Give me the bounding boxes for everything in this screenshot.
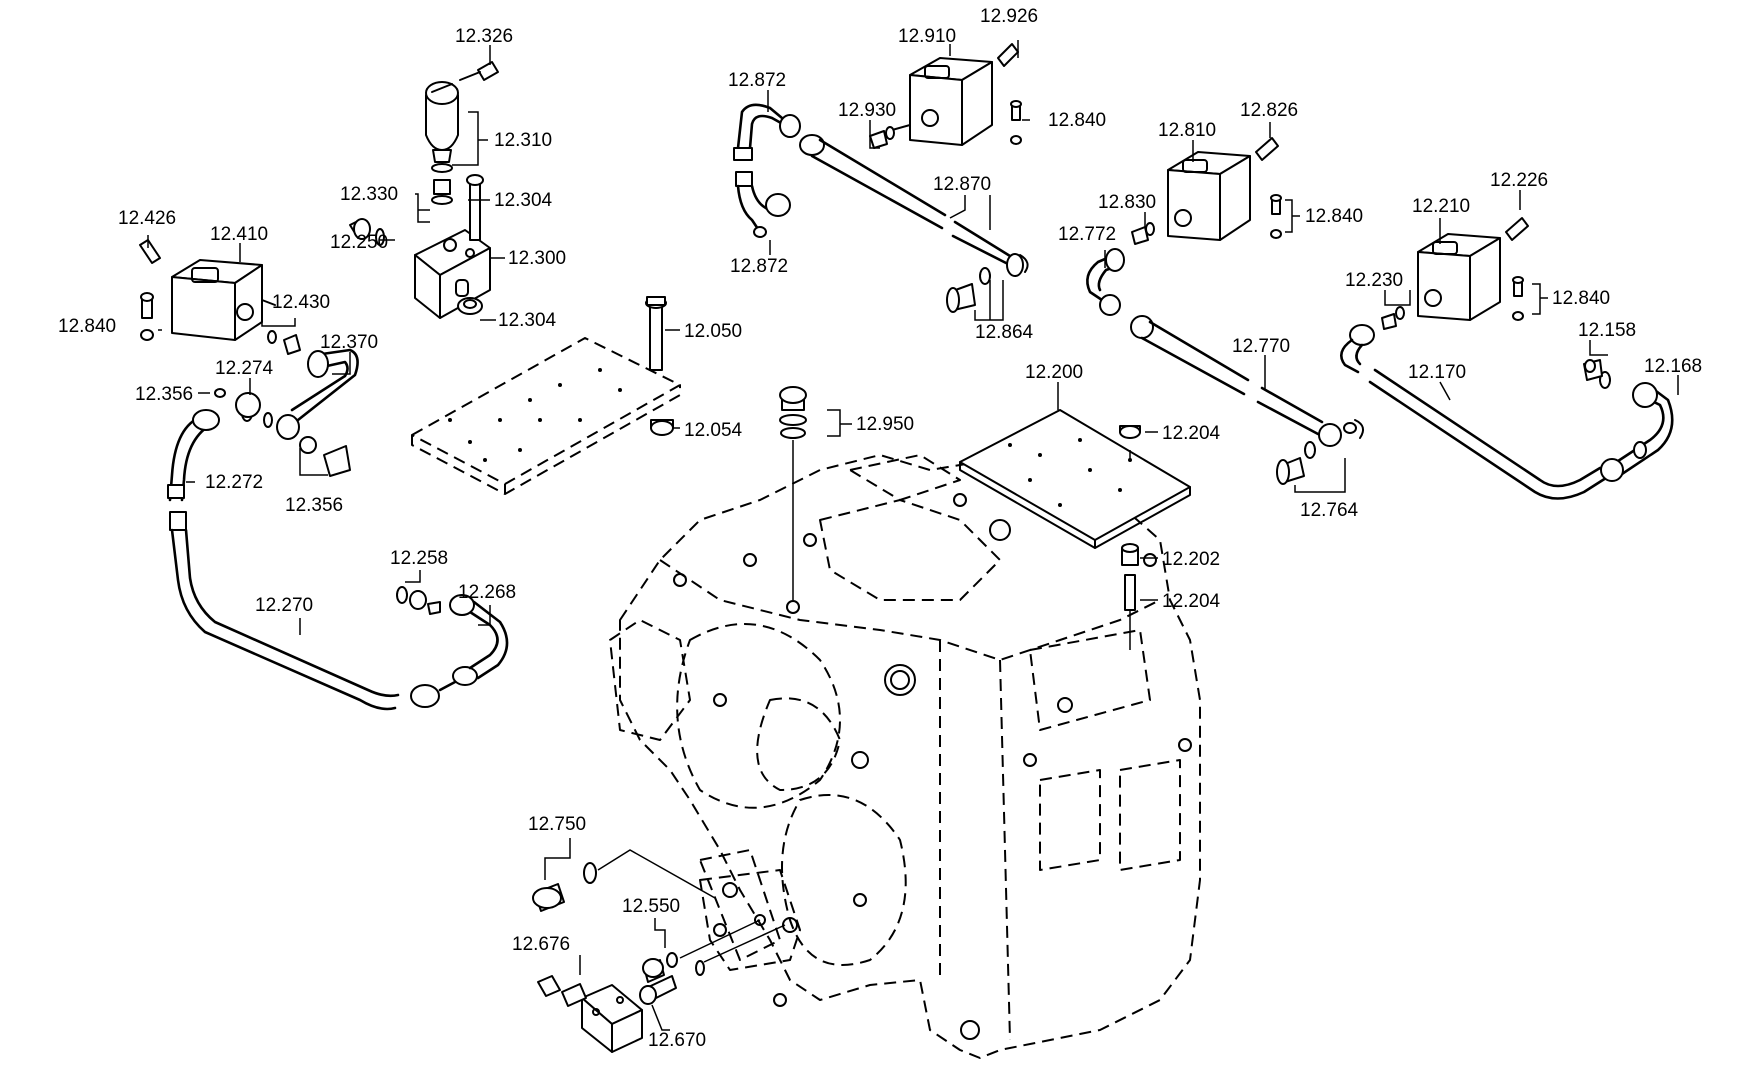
label-12426: 12.426 [118,208,176,229]
label-12810: 12.810 [1158,120,1216,141]
label-12274: 12.274 [215,358,274,379]
label-12830: 12.830 [1098,192,1156,213]
label-12370: 12.370 [320,332,378,353]
label-12864: 12.864 [975,322,1034,343]
label-12430: 12.430 [272,292,330,313]
transmission-housing [609,454,1201,1059]
label-12210: 12.210 [1412,196,1470,217]
plug-12750 [532,849,716,912]
label-12676: 12.676 [512,934,570,955]
leader-lines [147,40,1679,1031]
label-12204-top: 12.204 [1162,423,1221,444]
bolt-12050 [645,296,674,436]
sensor-box-12410 [139,239,301,355]
label-12356-left: 12.356 [135,384,193,405]
label-12270: 12.270 [255,595,313,616]
label-12330: 12.330 [340,184,398,205]
speed-sensor-12670 [537,924,786,1053]
side-flange [699,869,801,971]
part-labels: 12.326 12.310 12.330 12.304 12.250 12.30… [58,6,1702,1051]
stud-12202 [1119,425,1141,650]
pipe-12870 [733,103,1029,313]
label-12054: 12.054 [684,420,743,441]
label-12230: 12.230 [1345,270,1403,291]
label-12950: 12.950 [856,414,914,435]
label-12158: 12.158 [1578,320,1636,341]
label-12258: 12.258 [390,548,448,569]
label-12872-top: 12.872 [728,70,786,91]
dashed-plate [411,337,681,495]
label-12356-bottom: 12.356 [285,495,343,516]
label-12872-bottom: 12.872 [730,256,788,277]
label-12200: 12.200 [1025,362,1083,383]
label-12840-right: 12.840 [1305,206,1363,227]
label-12326: 12.326 [455,26,513,47]
sensor-box-12910 [869,43,1022,149]
label-12764: 12.764 [1300,500,1359,521]
label-12826: 12.826 [1240,100,1298,121]
plug-12950 [779,386,807,614]
label-12930: 12.930 [838,100,896,121]
label-12670: 12.670 [648,1030,706,1051]
label-12268: 12.268 [458,582,516,603]
label-12304-top: 12.304 [494,190,553,211]
label-12202: 12.202 [1162,549,1220,570]
label-12168: 12.168 [1644,356,1702,377]
label-12250: 12.250 [330,232,388,253]
label-12870: 12.870 [933,174,991,195]
label-12770: 12.770 [1232,336,1290,357]
label-12170: 12.170 [1408,362,1466,383]
label-12050: 12.050 [684,321,742,342]
plate-12200 [959,409,1191,549]
pipe-12370 [214,348,359,477]
sensor-box-12210 [1381,217,1529,330]
pipe-12770 [1086,248,1365,485]
valve-block-12300 [349,174,491,319]
pressure-sensor-12310 [425,61,499,205]
label-12910: 12.910 [898,26,956,47]
plug-12550 [642,919,761,983]
label-12840-far-right: 12.840 [1552,288,1610,309]
label-12750: 12.750 [528,814,586,835]
label-12840-left: 12.840 [58,316,116,337]
label-12204-bottom: 12.204 [1162,591,1221,612]
label-12304-bottom: 12.304 [498,310,557,331]
label-12550: 12.550 [622,896,680,917]
label-12310: 12.310 [494,130,552,151]
label-12272: 12.272 [205,472,263,493]
pipe-12170 [1340,324,1674,500]
label-12300: 12.300 [508,248,566,269]
sensor-box-12810 [1131,137,1282,245]
label-12840-center: 12.840 [1048,110,1106,131]
label-12926: 12.926 [980,6,1038,27]
label-12410: 12.410 [210,224,268,245]
pipe-12270 [167,409,509,711]
label-12226: 12.226 [1490,170,1548,191]
label-12772: 12.772 [1058,224,1116,245]
